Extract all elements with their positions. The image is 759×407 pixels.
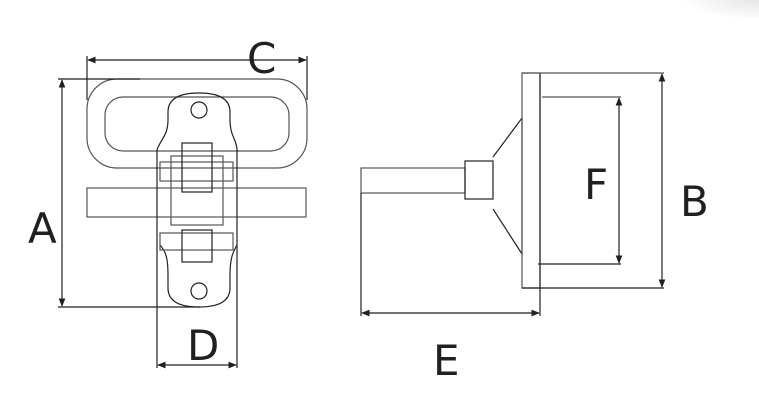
- horizontal-bar: [86, 187, 307, 218]
- side-view: B F E: [360, 72, 709, 385]
- label-e: E: [433, 336, 460, 385]
- upper-bolt-hole: [190, 101, 208, 119]
- label-b: B: [680, 177, 709, 226]
- dimension-c: C: [86, 34, 308, 100]
- cone-base: [492, 116, 523, 257]
- ring-outer: [86, 78, 308, 169]
- dimension-f: F: [538, 96, 623, 265]
- dimension-d: D: [157, 321, 237, 370]
- side-plate: [521, 72, 541, 289]
- upper-clip: [181, 142, 213, 193]
- mount-plate-lower: [159, 244, 238, 308]
- lower-clip: [181, 229, 213, 263]
- corner-shadow: [679, 0, 759, 20]
- lower-strap: [159, 232, 234, 251]
- label-a: A: [28, 204, 57, 253]
- label-c: C: [247, 34, 276, 83]
- dimension-b: B: [522, 72, 709, 289]
- clamp-block: [170, 155, 224, 226]
- dimension-e: E: [360, 193, 540, 385]
- label-d: D: [187, 321, 219, 370]
- nut: [464, 160, 494, 200]
- front-view: A C D: [28, 34, 308, 370]
- lower-bolt-hole: [190, 282, 208, 300]
- upper-strap: [159, 161, 234, 182]
- dimension-a: A: [28, 78, 200, 308]
- ring-inner: [104, 96, 290, 152]
- mount-plate-upper: [156, 92, 238, 151]
- rod: [360, 167, 466, 194]
- label-f: F: [584, 160, 608, 209]
